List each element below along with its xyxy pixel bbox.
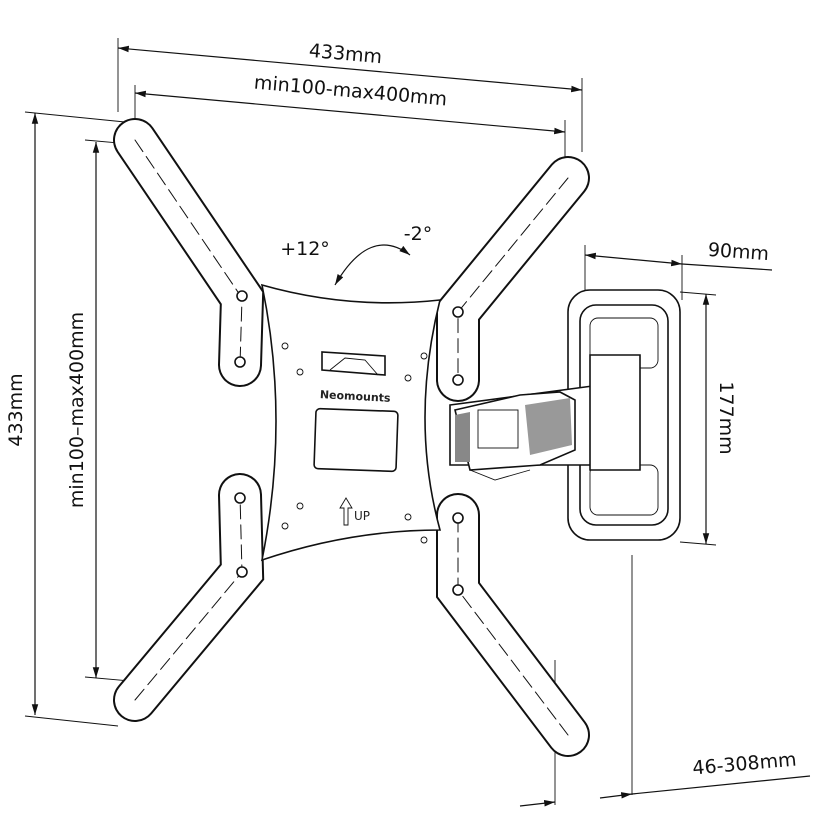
tilt-indicator: +12° -2° — [280, 223, 432, 286]
wall-plate-height-label: 177mm — [715, 381, 737, 454]
vesa-arms — [113, 118, 590, 757]
tilt-down-label: -2° — [404, 223, 432, 245]
dimension-overall-height: 433mm — [5, 111, 126, 727]
dimension-wall-distance: 46-308mm — [519, 555, 811, 807]
wall-plate-width-label: 90mm — [707, 239, 770, 265]
swing-arm — [449, 354, 641, 481]
vesa-width-label: min100-max400mm — [253, 72, 448, 111]
up-arrow-icon — [339, 497, 353, 526]
dimension-vesa-width: min100-max400mm — [134, 72, 566, 160]
brand-logo: Neomounts — [320, 388, 392, 405]
tilt-up-label: +12° — [280, 238, 330, 260]
vesa-height-label: min100–max400mm — [66, 312, 88, 508]
dimension-vesa-height: min100–max400mm — [66, 139, 131, 682]
center-plate: Neomounts UP — [260, 283, 442, 562]
wall-distance-label: 46-308mm — [692, 749, 798, 780]
dimension-wall-plate-height: 177mm — [679, 291, 737, 546]
overall-height-label: 433mm — [5, 373, 27, 446]
up-label: UP — [354, 509, 370, 523]
overall-width-label: 433mm — [308, 40, 383, 68]
dimension-wall-plate-width: 90mm — [584, 239, 773, 300]
